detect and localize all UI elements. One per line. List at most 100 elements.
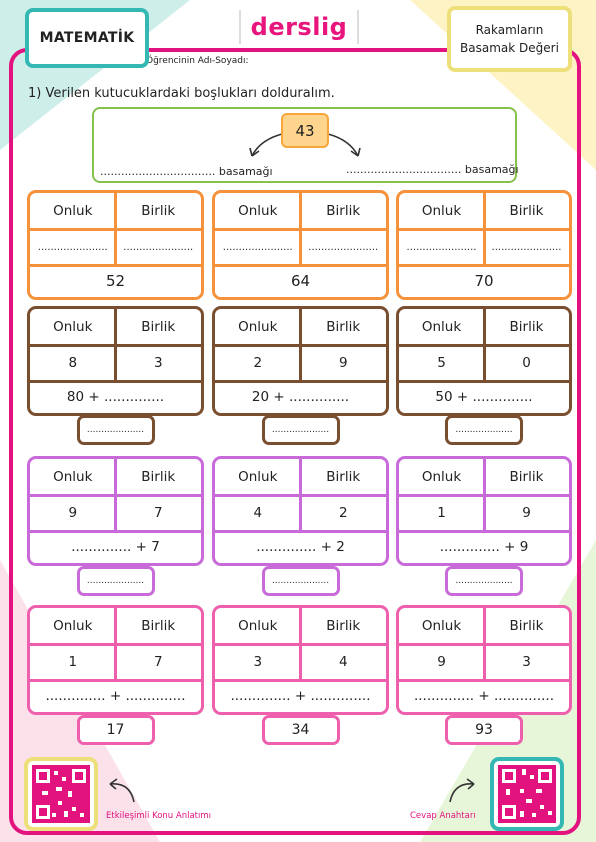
ones-header: Birlik — [509, 203, 544, 219]
qr-code-right[interactable] — [490, 757, 564, 831]
example-right-label: ................................. basama… — [346, 163, 519, 176]
tens-header: Onluk — [53, 618, 93, 634]
tens-digit: 8 — [68, 355, 78, 371]
answer-box[interactable]: .................... — [76, 566, 155, 596]
ones-header: Birlik — [141, 203, 176, 219]
answer-box[interactable]: .................... — [261, 415, 340, 445]
brand-logo: derslig — [239, 10, 359, 44]
footer-right-label: Cevap Anahtarı — [410, 811, 476, 821]
ones-header: Birlik — [326, 618, 361, 634]
expression[interactable]: 80 + .............. — [66, 389, 165, 405]
ones-header: Birlik — [326, 469, 361, 485]
topic-line-2: Basamak Değeri — [460, 41, 559, 55]
row-divider — [399, 642, 569, 646]
tens-header: Onluk — [53, 469, 93, 485]
ones-digit[interactable]: ...................... — [308, 241, 379, 253]
ones-digit: 9 — [338, 355, 348, 371]
tens-header: Onluk — [421, 469, 462, 485]
ones-header: Birlik — [141, 469, 176, 485]
footer-left-label: Etkileşimli Konu Anlatımı — [106, 811, 212, 821]
ones-header: Birlik — [141, 319, 176, 335]
ones-digit: 7 — [153, 654, 163, 670]
ones-header: Birlik — [509, 319, 544, 335]
answer-box[interactable]: .................... — [445, 415, 523, 445]
row-divider — [30, 379, 201, 383]
row-divider — [30, 227, 201, 231]
page-frame — [9, 48, 581, 835]
qr-code-icon — [32, 765, 90, 823]
answer-box[interactable]: 17 — [76, 715, 155, 745]
ones-digit: 9 — [522, 505, 531, 521]
expression[interactable]: .............. + .............. — [230, 688, 371, 704]
ones-digit[interactable]: ...................... — [491, 241, 562, 253]
curved-arrow-left-icon — [109, 778, 135, 803]
example-number: 43 — [281, 113, 329, 148]
example-arrows — [249, 133, 361, 157]
number-value: 70 — [474, 272, 494, 290]
row-divider — [30, 529, 201, 533]
tens-digit[interactable]: ...................... — [406, 241, 477, 253]
expression[interactable]: 50 + .............. — [435, 389, 533, 405]
tens-header: Onluk — [238, 319, 278, 335]
number-value: 64 — [290, 272, 311, 290]
ones-digit[interactable]: ...................... — [123, 241, 194, 253]
tens-header: Onluk — [53, 319, 93, 335]
tens-header: Onluk — [421, 203, 462, 219]
answer-box[interactable]: .................... — [76, 415, 155, 445]
tens-digit: 9 — [437, 654, 446, 670]
tens-digit: 3 — [253, 654, 263, 670]
qr-code-icon — [498, 765, 556, 823]
expression[interactable]: .............. + .............. — [45, 688, 186, 704]
row-divider — [215, 642, 386, 646]
place-value-card: Onluk Birlik 3 4 .............. + ..........… — [212, 605, 389, 715]
row-divider — [30, 642, 201, 646]
ones-header: Birlik — [509, 618, 544, 634]
tens-header: Onluk — [238, 203, 278, 219]
answer-box[interactable]: 93 — [445, 715, 523, 745]
row-divider — [399, 343, 569, 347]
tens-digit[interactable]: ...................... — [222, 241, 293, 253]
row-divider — [30, 493, 201, 497]
row-divider — [399, 493, 569, 497]
example-left-label: ................................. basama… — [100, 165, 273, 178]
place-value-card: Onluk Birlik 1 7 .............. + ..........… — [27, 605, 204, 715]
answer-box[interactable]: .................... — [261, 566, 340, 596]
brand-name: derslig — [250, 13, 348, 41]
question-text: 1) Verilen kutucuklardaki boşlukları dol… — [28, 86, 335, 101]
expression[interactable]: .............. + 7 — [71, 539, 160, 555]
qr-code-left[interactable] — [24, 757, 98, 831]
expression[interactable]: .............. + .............. — [413, 688, 555, 704]
subject-box: MATEMATİK — [25, 8, 149, 68]
answer-box[interactable]: 34 — [261, 715, 340, 745]
answer-box[interactable]: .................... — [445, 566, 523, 596]
tens-digit: 1 — [68, 654, 78, 670]
ones-header: Birlik — [141, 618, 176, 634]
tens-digit[interactable]: ...................... — [37, 241, 108, 253]
row-divider — [215, 263, 386, 267]
row-divider — [399, 263, 569, 267]
row-divider — [215, 493, 386, 497]
expression[interactable]: .............. + 2 — [256, 539, 345, 555]
tens-digit: 2 — [253, 355, 263, 371]
ones-digit: 7 — [153, 505, 163, 521]
tens-header: Onluk — [421, 618, 462, 634]
subject-label: MATEMATİK — [39, 30, 135, 46]
ones-digit: 2 — [338, 505, 348, 521]
tens-header: Onluk — [238, 469, 278, 485]
ones-digit: 4 — [338, 654, 348, 670]
row-divider — [215, 343, 386, 347]
tens-digit: 5 — [437, 355, 446, 371]
place-value-card: Onluk Birlik.............................… — [396, 190, 572, 300]
tens-header: Onluk — [238, 618, 278, 634]
example-box — [92, 107, 517, 183]
expression[interactable]: 20 + .............. — [251, 389, 350, 405]
row-divider — [399, 678, 569, 682]
ones-header: Birlik — [326, 203, 361, 219]
tens-digit: 4 — [253, 505, 263, 521]
expression[interactable]: .............. + 9 — [439, 539, 529, 555]
